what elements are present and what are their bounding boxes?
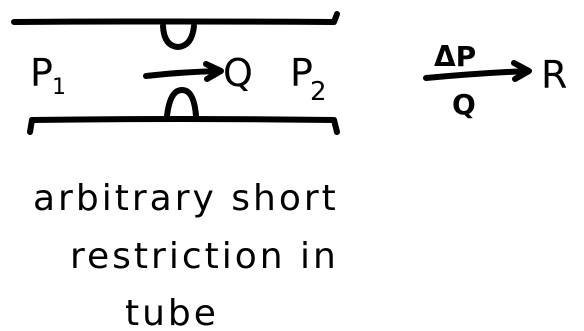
caption-line-3: tube [125, 293, 219, 331]
fraction-bar-arrow [423, 60, 532, 82]
delta-p-numerator: ΔP [434, 40, 476, 73]
caption-line-1: arbitrary short [33, 178, 339, 219]
q-denominator: Q [452, 88, 476, 121]
resistance-label: R [541, 53, 567, 97]
tube-bottom-wall [27, 116, 340, 135]
flow-arrow [143, 61, 224, 82]
lower-restriction-bump [164, 87, 199, 119]
p1-subscript: 1 [52, 75, 66, 100]
tube-top-wall [11, 11, 340, 25]
p2-label: P [290, 51, 313, 95]
upper-restriction-bump [160, 23, 197, 50]
p2-subscript: 2 [310, 77, 327, 107]
p1-label: P [30, 51, 53, 95]
caption-line-2: restriction in [70, 236, 339, 277]
flow-label: Q [223, 51, 253, 95]
